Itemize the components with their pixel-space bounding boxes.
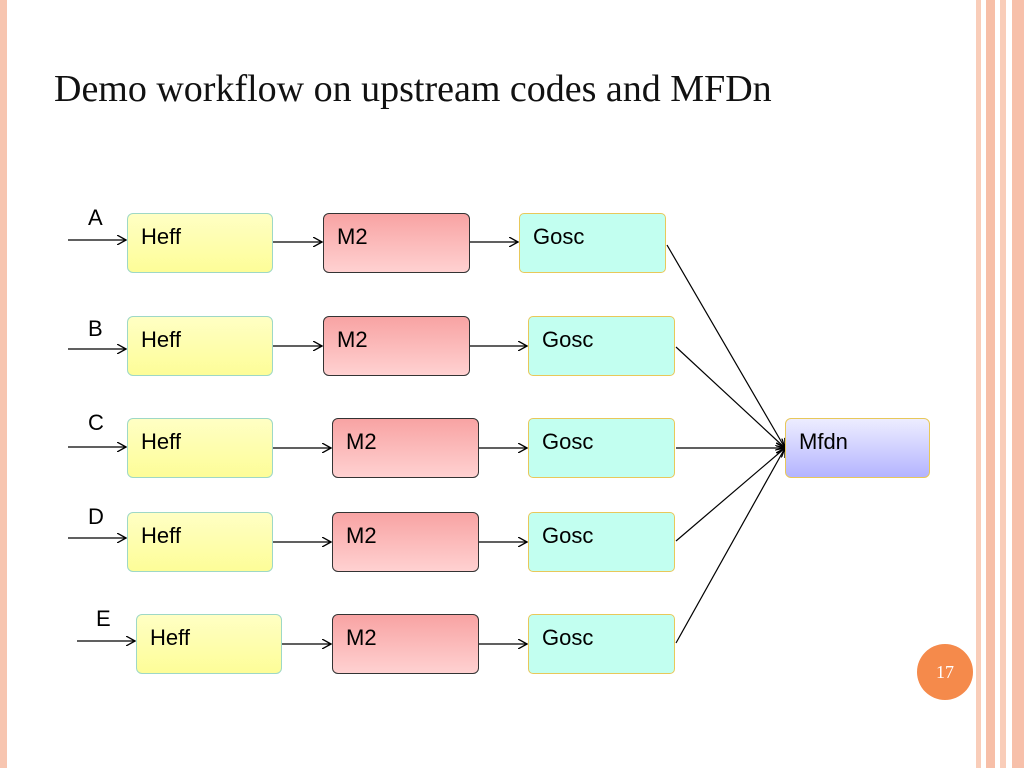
arrow-gosc-mfdn-b (675, 346, 785, 448)
slide-border-right-stripe (1012, 0, 1024, 768)
arrow-gosc-mfdn-d (675, 448, 785, 542)
row-label-d: D (88, 504, 104, 529)
row-label-e: E (96, 606, 111, 631)
m2-node-c: M2 (332, 418, 479, 478)
slide-border-right-stripe (986, 0, 995, 768)
slide-title: Demo workflow on upstream codes and MFDn (54, 68, 772, 110)
m2-node-d: M2 (332, 512, 479, 572)
heff-node-d: Heff (127, 512, 273, 572)
heff-node-a: Heff (127, 213, 273, 273)
m2-node-e: M2 (332, 614, 479, 674)
gosc-node-c: Gosc (528, 418, 675, 478)
page-number-badge: 17 (917, 644, 973, 700)
gosc-node-e: Gosc (528, 614, 675, 674)
row-label-b: B (88, 316, 103, 341)
gosc-node-b: Gosc (528, 316, 675, 376)
mfdn-node: Mfdn (785, 418, 930, 478)
gosc-node-a: Gosc (519, 213, 666, 273)
m2-node-b: M2 (323, 316, 470, 376)
slide-border-left (0, 0, 7, 768)
slide-border-right-stripe (976, 0, 981, 768)
row-label-a: A (88, 205, 103, 230)
heff-node-b: Heff (127, 316, 273, 376)
heff-node-e: Heff (136, 614, 282, 674)
heff-node-c: Heff (127, 418, 273, 478)
gosc-node-d: Gosc (528, 512, 675, 572)
arrow-gosc-mfdn-e (675, 448, 785, 644)
slide-border-right-stripe (1000, 0, 1006, 768)
arrow-gosc-mfdn-a (666, 244, 785, 448)
row-label-c: C (88, 410, 104, 435)
m2-node-a: M2 (323, 213, 470, 273)
